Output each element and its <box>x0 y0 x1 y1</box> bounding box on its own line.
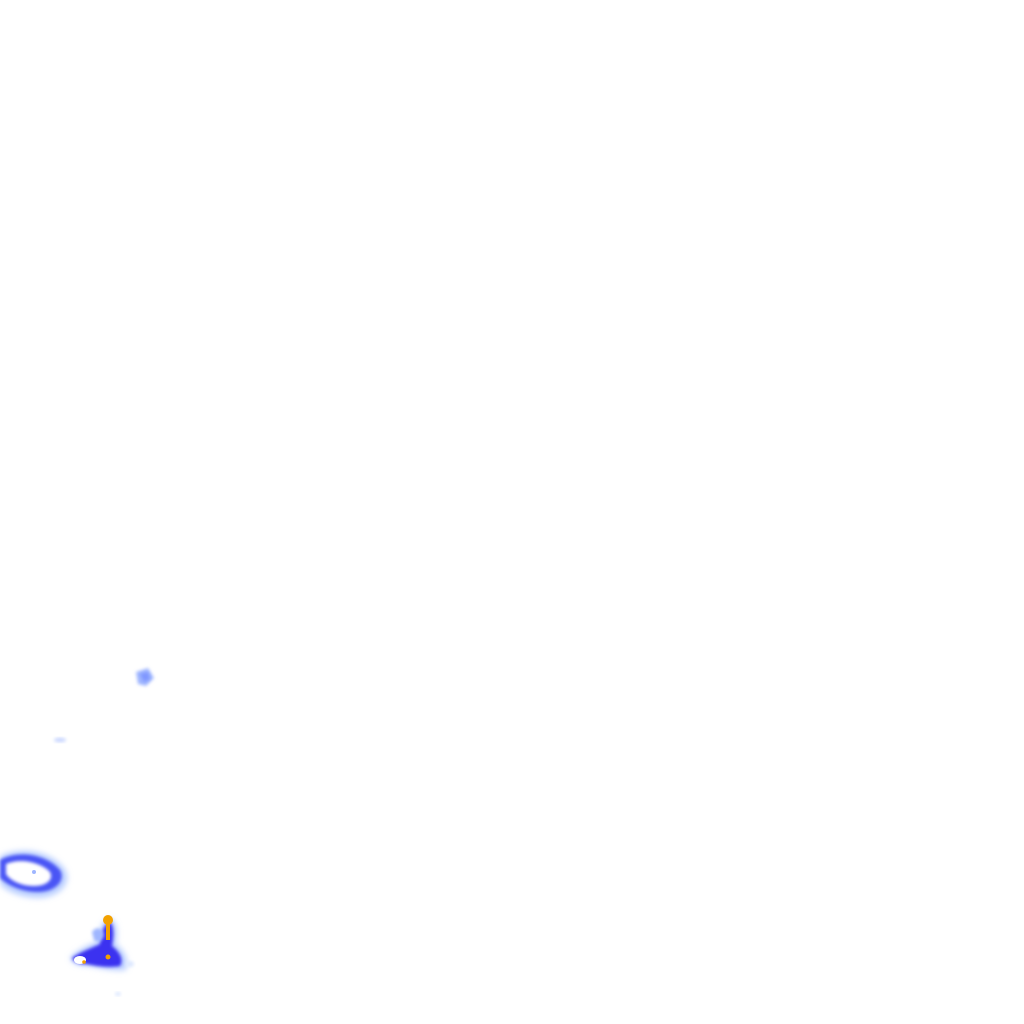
precip-cell-small-north <box>136 668 154 686</box>
precip-cell-speck-west <box>54 737 66 743</box>
precip-cell-cluster-south <box>70 915 134 996</box>
precip-cell-ring-southwest <box>0 850 68 898</box>
